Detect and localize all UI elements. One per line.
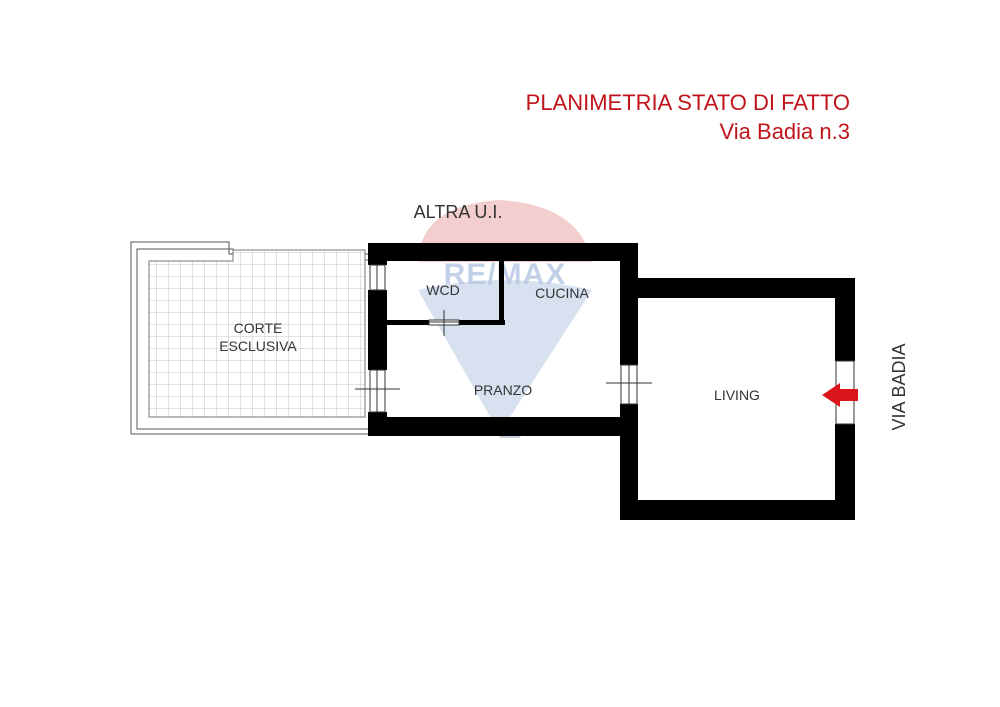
label-altra-ui: ALTRA U.I. bbox=[414, 202, 503, 222]
corte-esclusiva bbox=[130, 241, 370, 435]
label-living: LIVING bbox=[714, 387, 760, 403]
entrance-arrow-icon bbox=[822, 383, 858, 407]
label-cucina: CUCINA bbox=[535, 285, 589, 301]
label-via-badia: VIA BADIA bbox=[889, 343, 909, 430]
wall-living-block bbox=[620, 278, 855, 520]
label-wcd: WCD bbox=[426, 282, 459, 298]
plan-address: Via Badia n.3 bbox=[719, 119, 850, 144]
remax-watermark-text: RE/MAX bbox=[444, 258, 567, 291]
plan-title: PLANIMETRIA STATO DI FATTO bbox=[525, 90, 850, 115]
label-corte-line1: CORTE bbox=[234, 320, 283, 336]
label-corte-line2: ESCLUSIVA bbox=[219, 338, 297, 354]
wcd-partition bbox=[387, 261, 505, 325]
label-pranzo: PRANZO bbox=[474, 382, 532, 398]
